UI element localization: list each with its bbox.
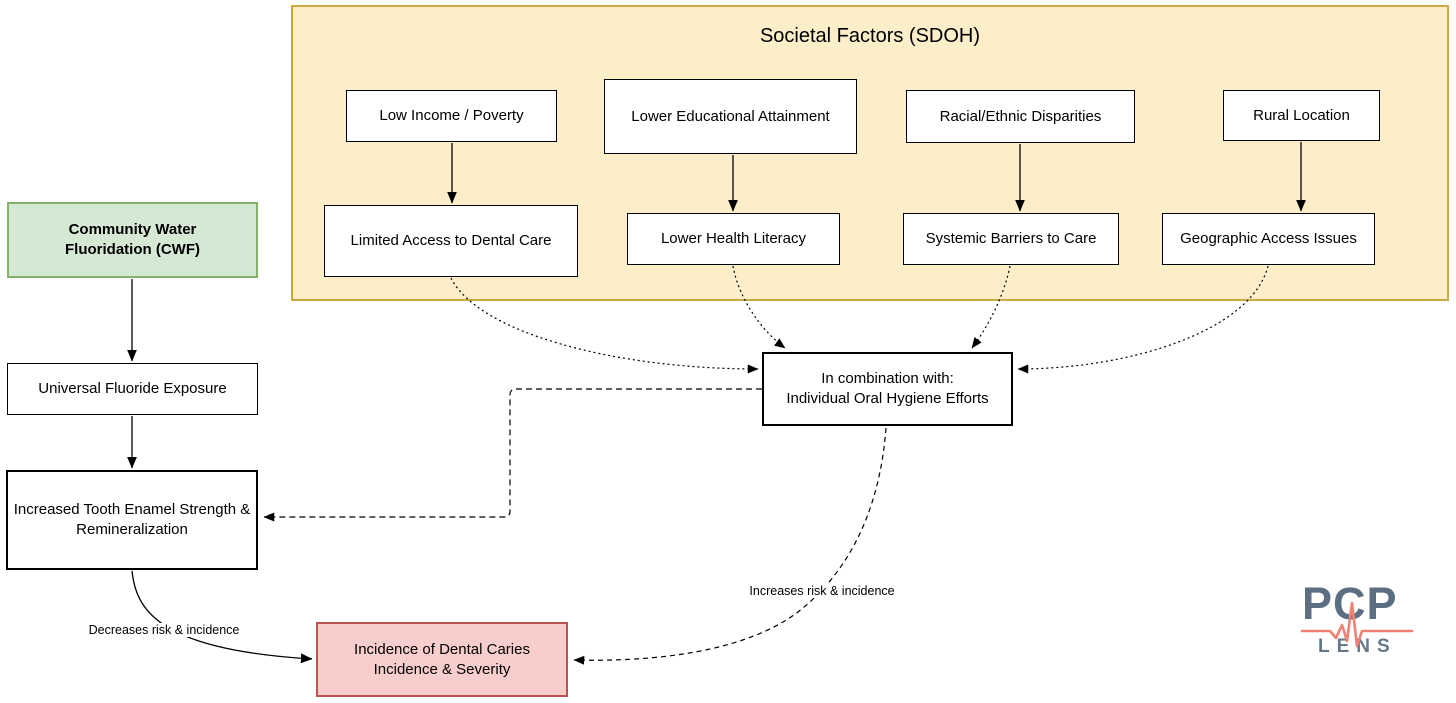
node-increased-enamel-strength: Increased Tooth Enamel Strength & Remine… bbox=[6, 470, 258, 570]
edge-label-decreases-risk: Decreases risk & incidence bbox=[85, 623, 243, 637]
node-racial-ethnic-disparities: Racial/Ethnic Disparities bbox=[906, 90, 1135, 143]
node-lower-health-literacy: Lower Health Literacy bbox=[627, 213, 840, 265]
node-lower-educational-attainment: Lower Educational Attainment bbox=[604, 79, 857, 154]
node-cwf-label-line1: Community Water bbox=[68, 221, 197, 238]
node-limited-access-dental-care-label: Limited Access to Dental Care bbox=[350, 232, 552, 249]
node-cwf-label-line2: Fluoridation (CWF) bbox=[65, 241, 200, 258]
logo-brand-text: PCP bbox=[1302, 578, 1398, 629]
dotted-arrow-health-literacy-to-combination bbox=[732, 265, 786, 349]
node-lower-educational-attainment-label: Lower Educational Attainment bbox=[631, 107, 830, 125]
node-racial-ethnic-disparities-label: Racial/Ethnic Disparities bbox=[939, 107, 1102, 125]
node-geographic-access-issues-label: Geographic Access Issues bbox=[1180, 230, 1357, 247]
dotted-arrow-geographic-access-to-combination bbox=[1017, 265, 1269, 374]
sdoh-panel-title: Societal Factors (SDOH) bbox=[759, 25, 981, 47]
node-low-income-poverty-label: Low Income / Poverty bbox=[379, 107, 524, 124]
node-rural-location-label: Rural Location bbox=[1253, 106, 1350, 124]
node-outcome-label-line1: Incidence of Dental Caries bbox=[354, 640, 530, 658]
node-low-income-poverty: Low Income / Poverty bbox=[346, 90, 557, 142]
node-rural-location: Rural Location bbox=[1223, 90, 1380, 141]
node-limited-access-dental-care: Limited Access to Dental Care bbox=[324, 205, 578, 277]
edge-label-increases-risk: Increases risk & incidence bbox=[746, 584, 898, 598]
node-enamel-label-line2: Remineralization bbox=[76, 521, 188, 538]
node-outcome-label-line2: Incidence & Severity bbox=[373, 660, 511, 678]
dashed-arrow-combination-to-outcome bbox=[573, 427, 887, 665]
node-community-water-fluoridation: Community Water Fluoridation (CWF) bbox=[7, 202, 258, 278]
arrow-enamel-to-outcome bbox=[131, 570, 313, 664]
node-universal-fluoride-exposure: Universal Fluoride Exposure bbox=[7, 363, 258, 415]
node-universal-fluoride-exposure-label: Universal Fluoride Exposure bbox=[38, 380, 227, 397]
node-combination-label-line1: In combination with: bbox=[821, 370, 954, 387]
node-dental-caries-outcome: Incidence of Dental Caries Incidence & S… bbox=[316, 622, 568, 697]
node-enamel-label-line1: Increased Tooth Enamel Strength & bbox=[13, 501, 251, 518]
node-systemic-barriers-care-label: Systemic Barriers to Care bbox=[925, 230, 1097, 247]
dotted-arrow-systemic-barriers-to-combination bbox=[971, 265, 1011, 349]
node-combination-oral-hygiene: In combination with: Individual Oral Hyg… bbox=[762, 352, 1013, 426]
logo-sub-text: LENS bbox=[1318, 636, 1397, 657]
pcp-lens-logo: PCP LENS bbox=[1296, 578, 1420, 666]
dotted-arrow-dental-access-to-combination bbox=[450, 277, 759, 374]
node-combination-label-line2: Individual Oral Hygiene Efforts bbox=[786, 390, 989, 407]
dashed-arrow-combination-to-enamel bbox=[263, 388, 762, 522]
node-geographic-access-issues: Geographic Access Issues bbox=[1162, 213, 1375, 265]
node-systemic-barriers-care: Systemic Barriers to Care bbox=[903, 213, 1119, 265]
node-lower-health-literacy-label: Lower Health Literacy bbox=[660, 230, 807, 247]
